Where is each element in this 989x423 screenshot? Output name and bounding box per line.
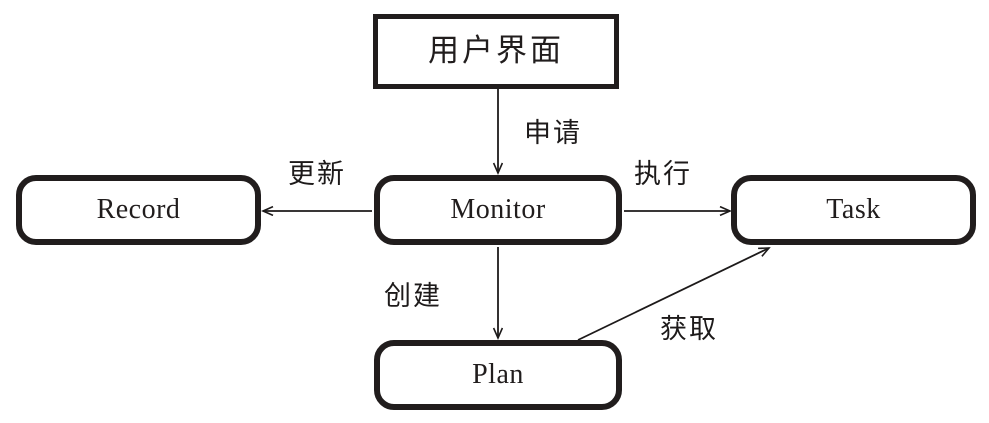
- edge-label-fetch: 获取: [660, 314, 718, 345]
- node-label-task: Task: [826, 194, 881, 225]
- edge-label-update: 更新: [288, 159, 346, 190]
- node-label-plan: Plan: [472, 359, 524, 390]
- node-label-user-interface: 用户界面: [428, 33, 564, 69]
- edge-label-create: 创建: [384, 281, 442, 312]
- node-plan[interactable]: Plan: [374, 340, 622, 410]
- node-label-record: Record: [96, 194, 181, 225]
- edge-label-apply: 申请: [524, 118, 582, 149]
- edge-line-plan-task: [577, 248, 769, 341]
- node-user-interface[interactable]: 用户界面: [373, 14, 619, 89]
- node-label-monitor: Monitor: [450, 194, 546, 225]
- node-monitor[interactable]: Monitor: [374, 175, 622, 245]
- node-task[interactable]: Task: [731, 175, 976, 245]
- edge-label-execute: 执行: [634, 159, 692, 190]
- node-record[interactable]: Record: [16, 175, 261, 245]
